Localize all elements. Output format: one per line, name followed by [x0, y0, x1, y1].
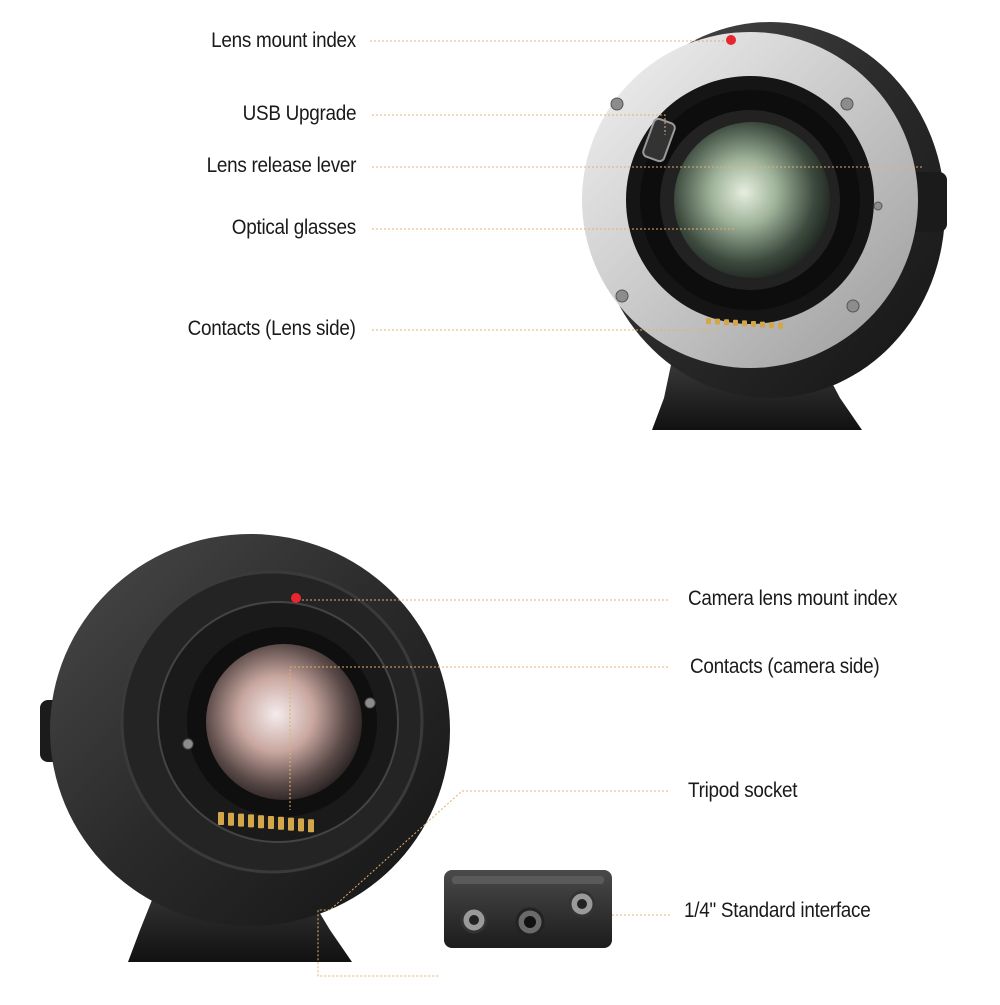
contact-pin [760, 321, 765, 328]
contact-pin [228, 812, 234, 826]
contact-pin [308, 819, 314, 833]
label-lens-mount-index: Lens mount index [211, 29, 356, 52]
label-contacts-lens-side: Contacts (Lens side) [188, 317, 356, 340]
label-tripod-socket: Tripod socket [688, 779, 798, 802]
camera-side-contacts [218, 812, 314, 833]
label-camera-lens-mount-index: Camera lens mount index [688, 587, 898, 610]
contact-pin [724, 319, 729, 326]
screw-icon [873, 201, 883, 211]
screw-icon [364, 697, 376, 709]
leader-usb-upgrade [372, 114, 666, 135]
contact-pin [248, 814, 254, 828]
usb-port-icon [642, 117, 676, 163]
contact-pin [298, 818, 304, 832]
contact-pin [238, 813, 244, 827]
optical-glass-rear [206, 644, 362, 800]
contact-pin [258, 815, 264, 829]
leader-tripod-socket [317, 790, 668, 977]
label-standard-interface: 1/4" Standard interface [684, 899, 871, 922]
screw-icon [610, 97, 624, 111]
contact-pin [751, 321, 756, 327]
camera-side-adapter [40, 534, 450, 962]
contact-pin [706, 318, 711, 324]
screw-icon [615, 289, 629, 303]
contact-pin [288, 817, 294, 831]
contact-pin [742, 320, 747, 327]
label-usb-upgrade: USB Upgrade [242, 102, 356, 125]
lens-mount-index-dot [726, 35, 736, 45]
lens-side-adapter [582, 22, 947, 430]
contact-pin [218, 812, 224, 825]
camera-lens-mount-index-dot [291, 593, 301, 603]
contact-pin [278, 816, 284, 830]
contact-pin [733, 319, 738, 326]
contact-pin [268, 816, 274, 829]
tripod-plate-inset [444, 870, 612, 948]
screw-icon [182, 738, 194, 750]
label-lens-release-lever: Lens release lever [206, 154, 356, 177]
screw-icon [846, 299, 860, 313]
leader-lines [289, 40, 924, 977]
contact-pin [778, 322, 783, 329]
contact-pin [769, 322, 774, 329]
label-contacts-camera-side: Contacts (camera side) [690, 655, 880, 678]
optical-glass-front [674, 122, 830, 278]
contact-pin [715, 318, 720, 325]
lens-side-contacts [706, 318, 783, 329]
screw-icon [840, 97, 854, 111]
label-optical-glasses: Optical glasses [231, 216, 356, 239]
leader-contacts-camera-side [289, 666, 668, 810]
